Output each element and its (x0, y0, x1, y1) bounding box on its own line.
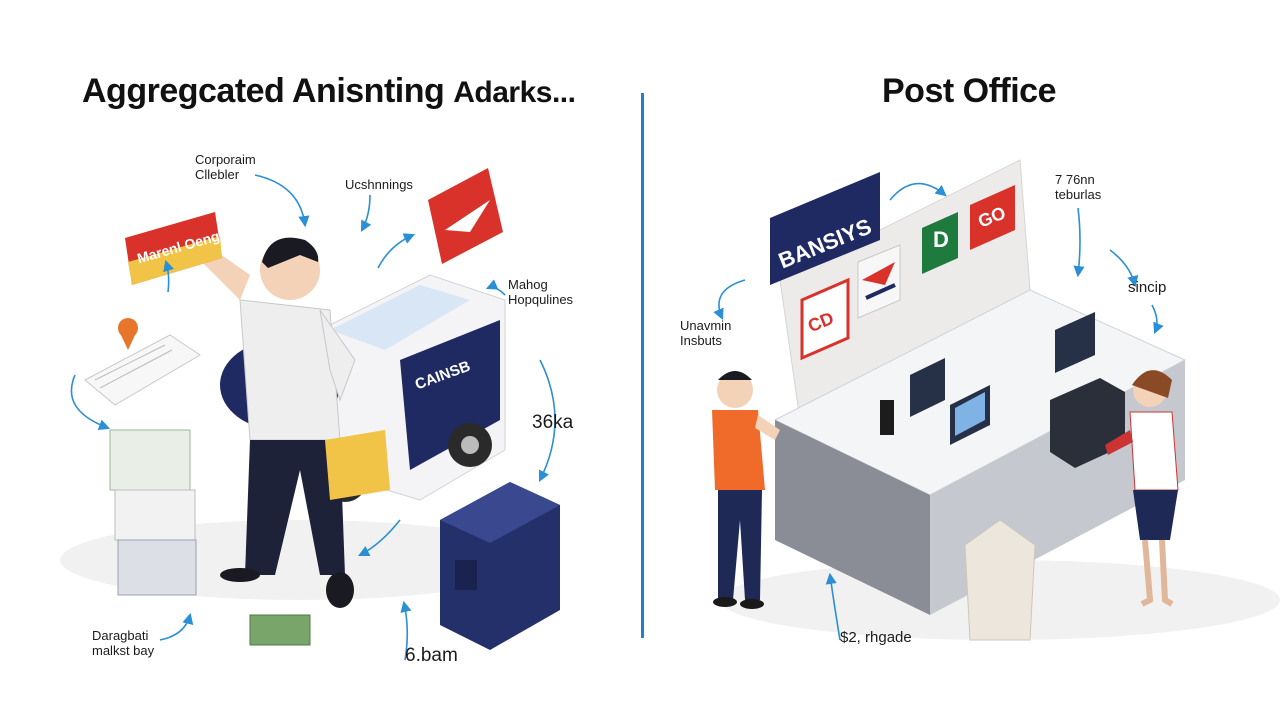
paper-bag-icon (964, 519, 1036, 641)
label-right-mid-line1: Mahog (508, 277, 548, 292)
label-right-value: 36ka (532, 412, 574, 433)
left-title-text: Aggregcated Anisnting (82, 72, 445, 110)
delivery-man-figure (190, 237, 390, 608)
left-title-scribble: Adarks... (453, 76, 576, 109)
label-right-mid: Mahog Hopqulines (508, 277, 573, 307)
clerk-figure (1105, 370, 1179, 607)
red-card-icon (125, 212, 222, 285)
left-title: Aggregcated Anisnting Adarks... (82, 72, 576, 111)
label-bottom-value: 6.bam (405, 645, 458, 666)
label-top-mid: Ucshnnings (345, 177, 413, 192)
label-bottom-left-line2: malkst bay (92, 643, 155, 658)
go-sign (970, 185, 1015, 250)
label-right-side: sincip (1128, 279, 1167, 296)
red-logo-tile-icon (428, 168, 503, 264)
flag-sign (857, 244, 901, 319)
label-left-side: Unavmin Insbuts (680, 318, 731, 348)
d-sign-text: D (933, 227, 949, 252)
computer-monitors-icon (880, 312, 1095, 445)
right-title: Post Office (882, 72, 1056, 110)
left-flow-arrows (70, 174, 556, 661)
label-bottom-right: $2, rhgade (840, 629, 912, 646)
label-top-right: 7 76nn teburlas (1055, 172, 1101, 202)
safe-box-icon (440, 482, 560, 650)
label-top-right-line1: 7 76nn (1055, 172, 1095, 187)
label-top-left: Corporaim Cllebler (195, 152, 256, 182)
right-flow-arrows (713, 182, 1164, 641)
label-left-side-line2: Insbuts (680, 333, 722, 348)
label-bottom-left-line1: Daragbati (92, 628, 149, 643)
label-left-side-line1: Unavmin (680, 318, 732, 333)
label-top-left-line2: Cllebler (195, 167, 240, 182)
customer-figure (712, 371, 780, 609)
label-right-mid-line2: Hopqulines (508, 292, 574, 307)
label-top-right-line2: teburlas (1055, 187, 1102, 202)
money-stack-icon (109, 429, 311, 646)
label-top-left-line1: Corporaim (195, 152, 256, 167)
bank-banner-sign (770, 172, 880, 285)
cd-sign (800, 277, 850, 361)
label-bottom-left: Daragbati malkst bay (92, 628, 154, 658)
d-sign (922, 212, 958, 274)
center-divider (641, 93, 644, 638)
map-document-icon (84, 318, 201, 406)
